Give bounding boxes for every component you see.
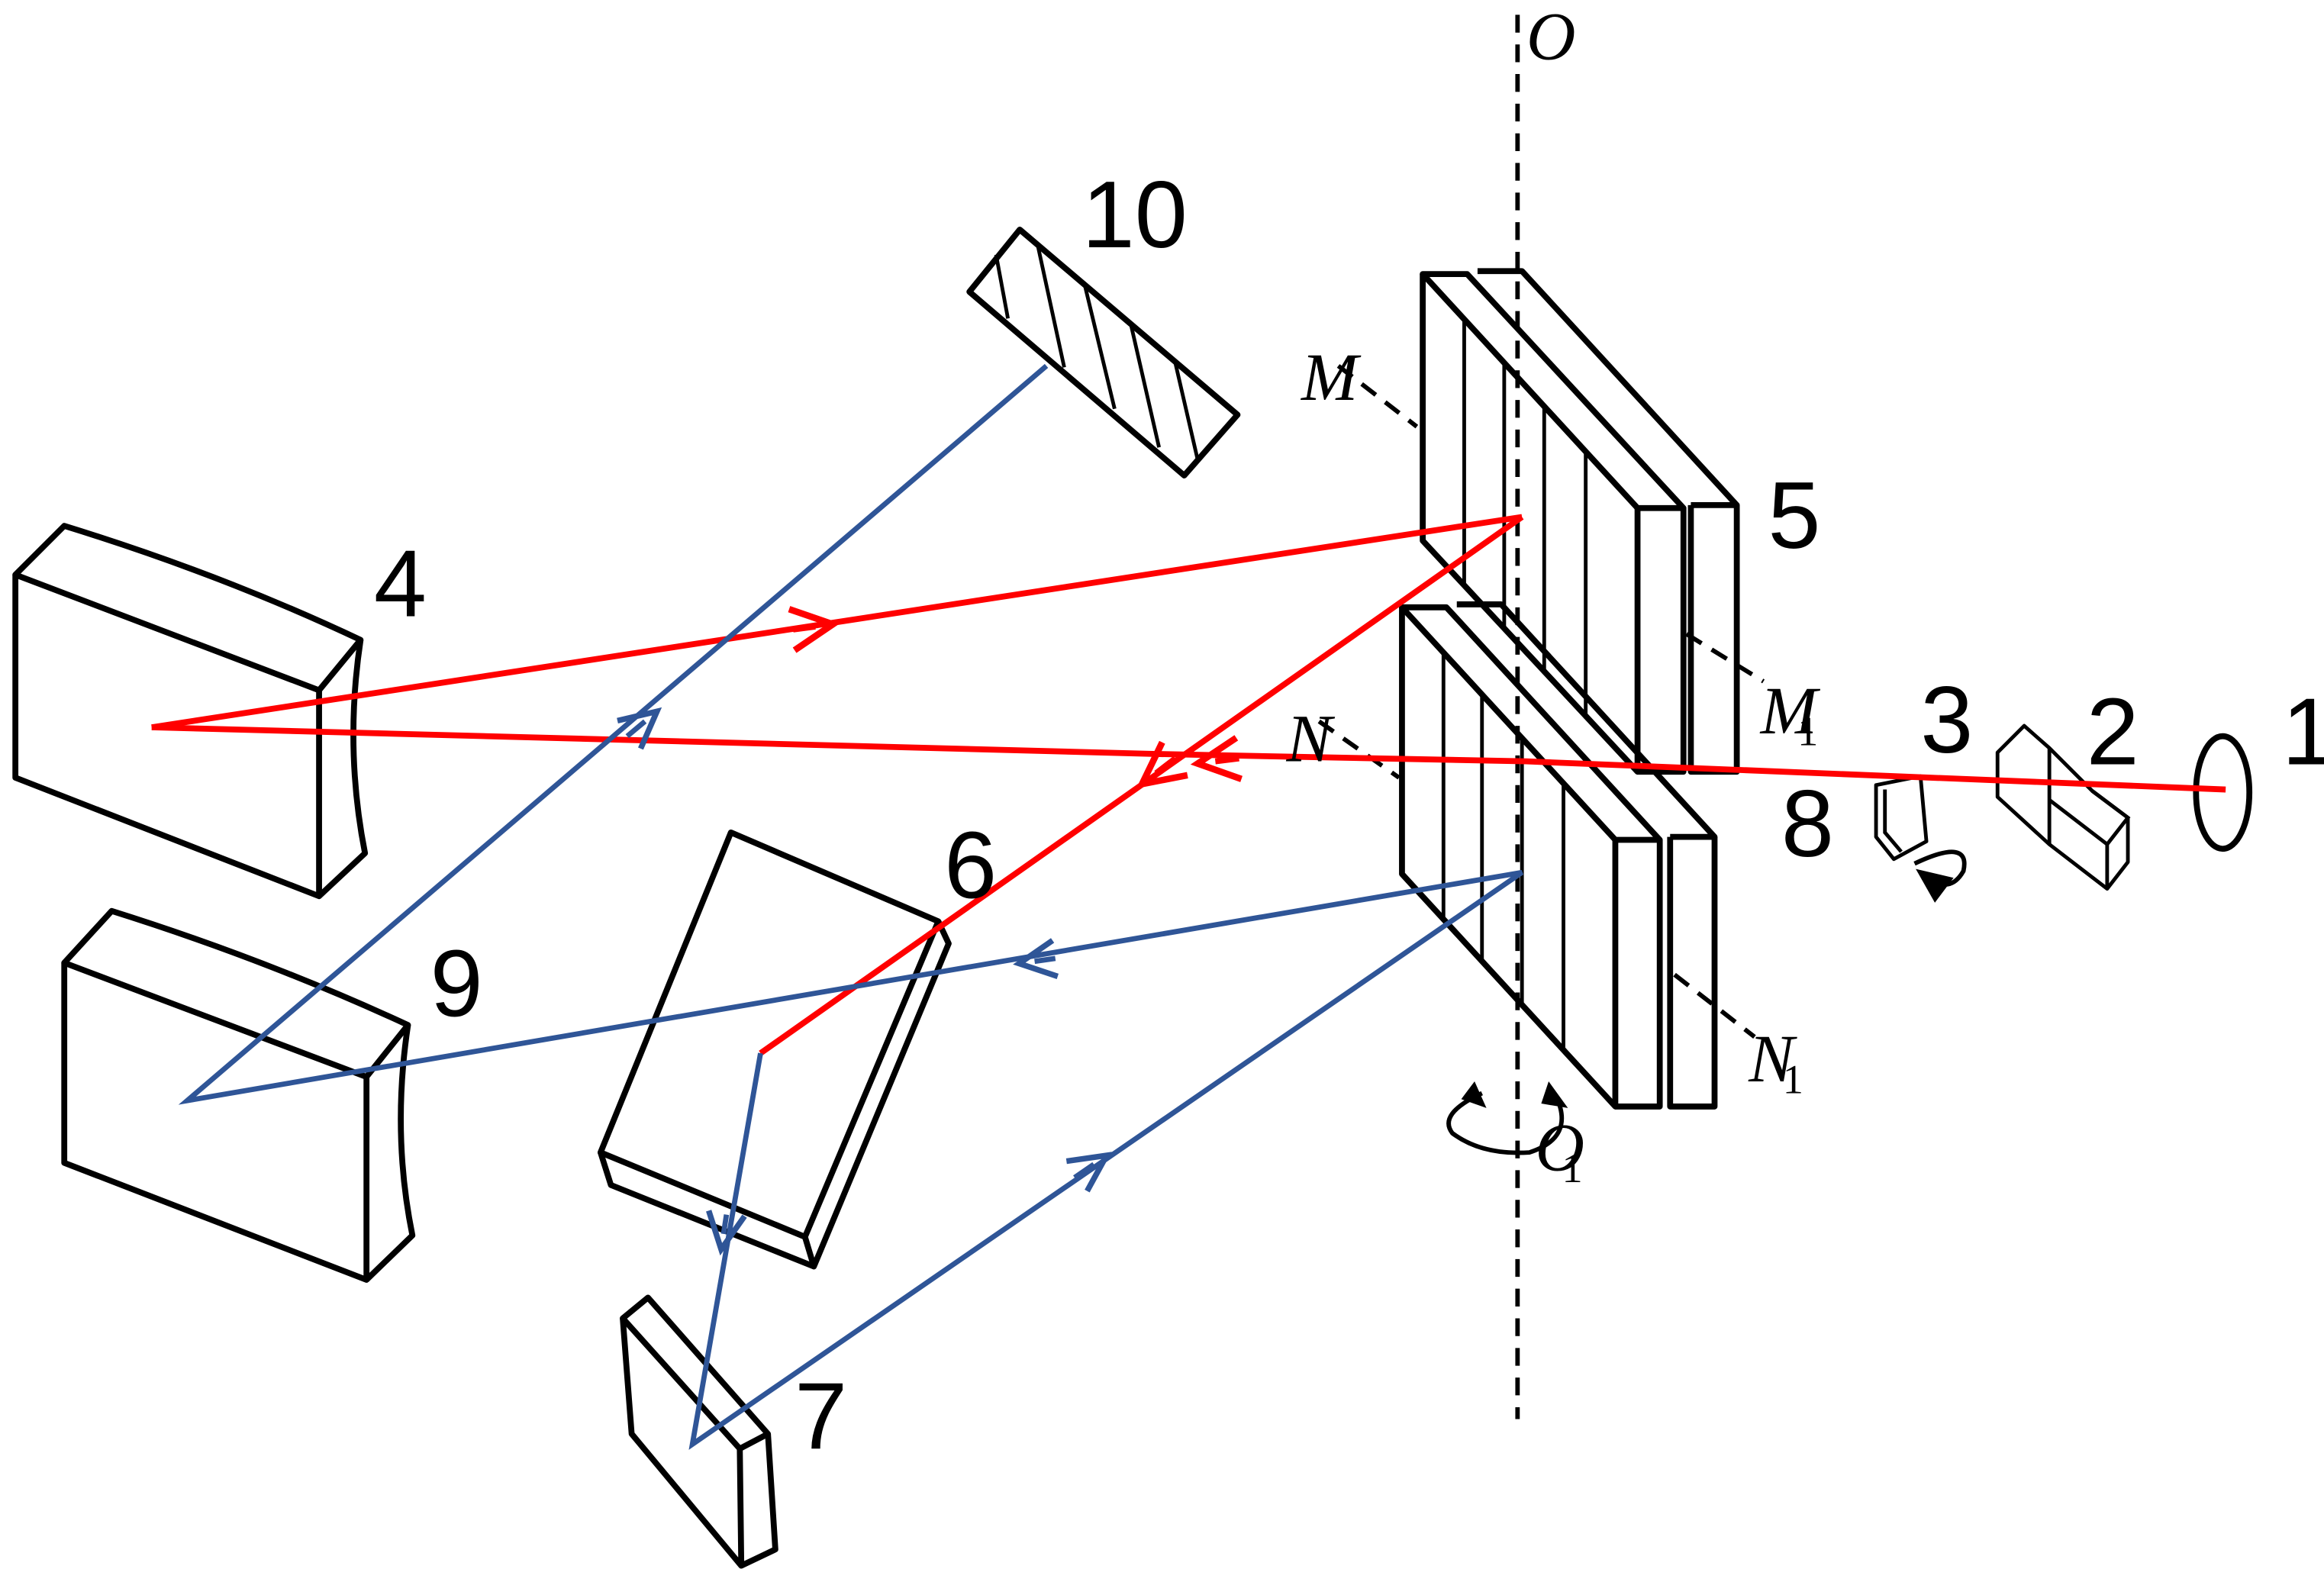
label-m1-sub: 1 xyxy=(1797,708,1818,754)
label-o1-sub: 1 xyxy=(1562,1145,1583,1191)
label-o: O xyxy=(1526,0,1575,75)
blue-beam xyxy=(178,363,1524,1450)
label-n1-sub: 1 xyxy=(1783,1056,1803,1102)
label-8: 8 xyxy=(1781,772,1834,877)
label-1: 1 xyxy=(2282,680,2324,785)
curved-mirror-4 xyxy=(12,523,369,900)
label-n: N xyxy=(1286,701,1336,777)
prism-6 xyxy=(597,829,952,1270)
curved-mirror-9 xyxy=(61,907,416,1283)
label-n1: N xyxy=(1748,1021,1797,1097)
label-10: 10 xyxy=(1082,163,1188,268)
label-2: 2 xyxy=(2087,680,2139,785)
grating-10 xyxy=(966,226,1241,478)
mirror-block-7 xyxy=(620,1294,778,1569)
plate-stack-8 xyxy=(1399,601,1718,1110)
label-m1: M xyxy=(1759,673,1821,749)
label-m: M xyxy=(1300,340,1362,415)
polarizer-3 xyxy=(1874,774,1967,903)
plate-stack-5 xyxy=(1420,268,1740,775)
label-3: 3 xyxy=(1920,668,1973,773)
label-5: 5 xyxy=(1768,463,1820,569)
label-4: 4 xyxy=(374,531,427,636)
lens-1 xyxy=(2193,733,2253,852)
label-6: 6 xyxy=(944,813,997,918)
label-7: 7 xyxy=(795,1364,847,1469)
label-9: 9 xyxy=(430,932,483,1037)
rotation-arrow-3 xyxy=(1913,849,1967,903)
label-o1: O xyxy=(1536,1110,1584,1185)
rotation-arrow-o1 xyxy=(1446,1081,1568,1155)
